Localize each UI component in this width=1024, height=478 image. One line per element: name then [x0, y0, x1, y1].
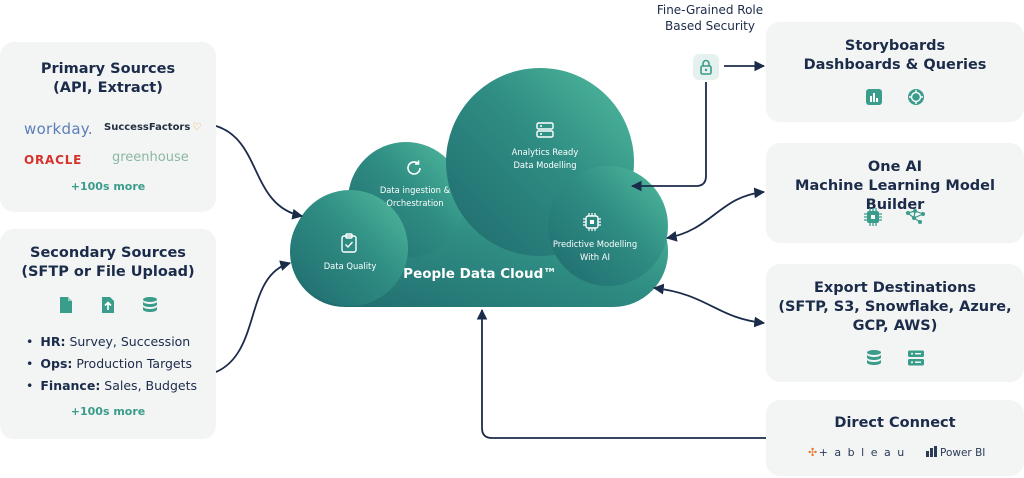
people-data-cloud-shape [290, 68, 668, 307]
ai-chip-icon [583, 213, 601, 231]
lock-icon [700, 59, 712, 75]
list-item: HR: Survey, Succession [26, 331, 197, 353]
storyboards-title: Storyboards Dashboards & Queries [803, 38, 987, 73]
export-connector [652, 283, 766, 328]
security-vertical-connector [630, 82, 707, 192]
direct-connect-connector [476, 308, 766, 439]
storyboards-card: Storyboards Dashboards & Queries [766, 22, 1024, 122]
secondary-sources-title: Secondary Sources (SFTP or File Upload) [21, 245, 195, 280]
export-title: Export Destinations (SFTP, S3, Snowflake… [778, 280, 1012, 334]
secondary-sources-connector [215, 260, 292, 373]
predictive-label: Predictive Modelling With AI [552, 239, 638, 262]
oneai-icon-row [766, 207, 1024, 227]
successfactors-logo: SuccessFactors♡ [104, 122, 202, 133]
dashboard-gauge-icon [908, 89, 924, 105]
primary-sources-title: Primary Sources (API, Extract) [40, 61, 176, 96]
primary-more-text: +100s more [70, 180, 146, 193]
direct-connect-title: Direct Connect [834, 415, 956, 431]
tableau-logo: ✣+ a b l e a u [808, 446, 906, 459]
powerbi-icon [926, 446, 937, 457]
oneai-title: One AI Machine Learning Model Builder [795, 159, 995, 213]
primary-sources-connector [215, 125, 304, 220]
clipboard-check-icon [341, 233, 357, 253]
oneai-card: One AI Machine Learning Model Builder [766, 143, 1024, 243]
powerbi-logo: Power BI [926, 446, 985, 459]
export-icon-row [766, 348, 1024, 368]
secondary-sources-card: Secondary Sources (SFTP or File Upload) … [0, 229, 216, 439]
database-icon [143, 297, 157, 312]
cloud-title: People Data Cloud™ [403, 266, 557, 282]
chip-icon [864, 208, 882, 226]
server-icon [536, 122, 554, 138]
refresh-icon [407, 160, 421, 175]
secondary-items-list: HR: Survey, Succession Ops: Production T… [26, 331, 197, 397]
storyboards-icon-row [766, 87, 1024, 107]
neural-network-icon [906, 209, 925, 224]
secondary-icon-row [0, 295, 216, 315]
file-upload-icon [102, 297, 114, 313]
greenhouse-logo: greenhouse [112, 150, 189, 165]
export-card: Export Destinations (SFTP, S3, Snowflake… [766, 264, 1024, 382]
primary-sources-card: Primary Sources (API, Extract) workday. … [0, 42, 216, 212]
analytics-label: Analytics Ready Data Modelling [511, 147, 579, 170]
lock-badge [693, 54, 719, 80]
oneai-connector [665, 187, 766, 242]
quality-label: Data Quality [323, 261, 377, 271]
secondary-more-text: +100s more [70, 405, 146, 418]
list-item: Ops: Production Targets [26, 353, 197, 375]
list-item: Finance: Sales, Budgets [26, 375, 197, 397]
ingestion-label: Data ingestion & Orchestration [379, 185, 451, 208]
workday-logo: workday. [24, 120, 93, 138]
oracle-logo: ORACLE [24, 153, 83, 167]
bar-chart-icon [866, 89, 882, 105]
server-rack-icon [908, 350, 924, 366]
database-icon [867, 350, 881, 365]
direct-connect-card: Direct Connect ✣+ a b l e a u Power BI [766, 400, 1024, 476]
file-icon [60, 297, 72, 313]
security-label: Fine-Grained Role Based Security [656, 3, 764, 33]
